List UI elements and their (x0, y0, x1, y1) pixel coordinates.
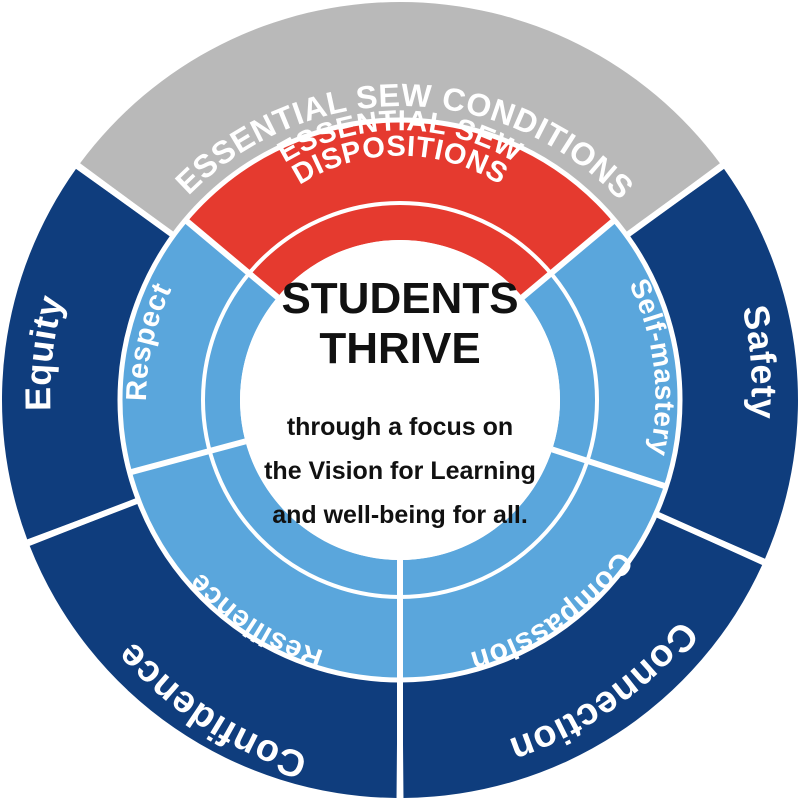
divider-outer-4 (27, 497, 141, 546)
center-subtitle-line1: through a focus on (287, 413, 513, 441)
inner-segment-dispositions (187, 121, 613, 297)
divider-inner-1 (520, 218, 616, 300)
outer-segment-confidence (29, 503, 398, 798)
divider-outer-2 (653, 510, 765, 565)
band-separator (117, 117, 683, 683)
center-title-line2: THRIVE (319, 324, 480, 373)
center-circle (240, 240, 560, 560)
center-subtitle-line3: and well-being for all. (272, 501, 528, 529)
outer-segment-equity (2, 168, 171, 540)
inner-segment-respect (120, 222, 277, 470)
divider-inner-2 (551, 446, 667, 490)
center-subtitle-line2: the Vision for Learning (264, 457, 536, 485)
outer-segment-conditions (80, 1, 720, 233)
divider-outer-5 (76, 163, 177, 239)
center-text-block: STUDENTS THRIVE through a focus on the V… (264, 274, 536, 529)
center-title-line1: STUDENTS (281, 274, 518, 323)
divider-inner-5 (184, 218, 280, 300)
inner-segment-resilience (131, 442, 399, 679)
inner-segment-compassion (401, 450, 665, 679)
outer-segment-connection (402, 516, 763, 798)
divider-outer-1 (623, 163, 724, 239)
divider-inner-4 (129, 438, 247, 476)
outer-segment-safety (629, 168, 798, 559)
